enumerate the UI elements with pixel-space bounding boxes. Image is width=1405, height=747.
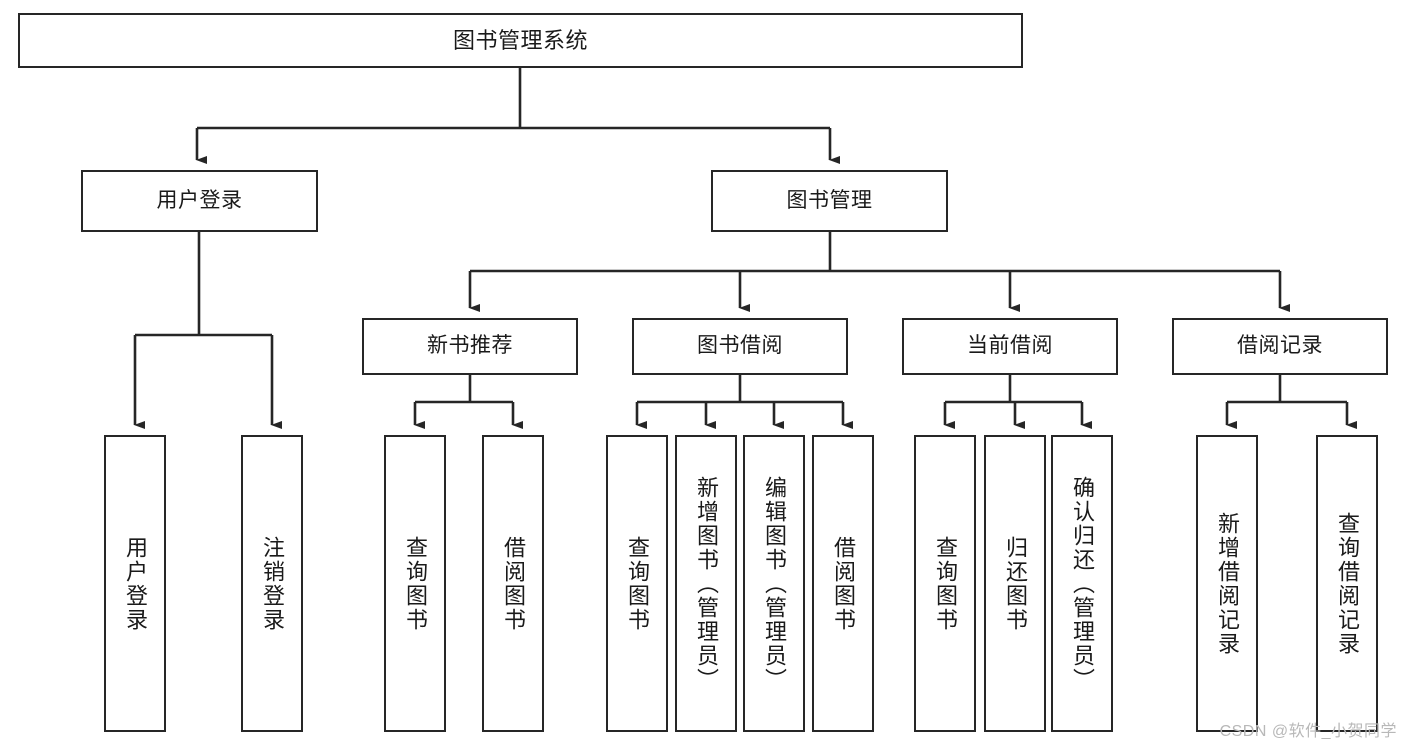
node-leaf-query-book-3-label: 查询图书 [932, 535, 958, 632]
node-leaf-borrow-book-2[interactable]: 借阅图书 [812, 435, 874, 732]
node-leaf-borrow-book-2-label: 借阅图书 [830, 535, 856, 632]
node-leaf-query-record-label: 查询借阅记录 [1334, 511, 1360, 656]
node-leaf-query-book-2[interactable]: 查询图书 [606, 435, 668, 732]
node-current-borrow-label: 当前借阅 [967, 334, 1053, 358]
node-leaf-add-record-label: 新增借阅记录 [1214, 511, 1240, 656]
node-leaf-borrow-book-1-label: 借阅图书 [500, 535, 526, 632]
node-leaf-edit-book-label: 编辑图书（管理员） [761, 475, 787, 692]
node-book-manage[interactable]: 图书管理 [711, 170, 948, 232]
node-root-label: 图书管理系统 [452, 27, 588, 53]
node-leaf-query-book-1[interactable]: 查询图书 [384, 435, 446, 732]
node-new-book-rec-label: 新书推荐 [427, 334, 513, 358]
node-leaf-logout-label: 注销登录 [259, 535, 285, 632]
node-borrow-record[interactable]: 借阅记录 [1172, 318, 1388, 375]
node-leaf-query-record[interactable]: 查询借阅记录 [1316, 435, 1378, 732]
node-leaf-user-login-label: 用户登录 [122, 535, 148, 632]
node-user-login[interactable]: 用户登录 [81, 170, 318, 232]
node-current-borrow[interactable]: 当前借阅 [902, 318, 1118, 375]
node-leaf-borrow-book-1[interactable]: 借阅图书 [482, 435, 544, 732]
node-borrow-record-label: 借阅记录 [1237, 334, 1323, 358]
node-root[interactable]: 图书管理系统 [18, 13, 1023, 68]
node-leaf-query-book-3[interactable]: 查询图书 [914, 435, 976, 732]
node-leaf-user-login[interactable]: 用户登录 [104, 435, 166, 732]
node-leaf-query-book-1-label: 查询图书 [402, 535, 428, 632]
csdn-watermark: CSDN @软件_小贺同学 [1219, 723, 1397, 740]
node-leaf-logout[interactable]: 注销登录 [241, 435, 303, 732]
node-leaf-edit-book[interactable]: 编辑图书（管理员） [743, 435, 805, 732]
node-new-book-rec[interactable]: 新书推荐 [362, 318, 578, 375]
node-leaf-confirm-return[interactable]: 确认归还（管理员） [1051, 435, 1113, 732]
node-leaf-add-book-label: 新增图书（管理员） [693, 475, 719, 692]
node-book-borrow-label: 图书借阅 [697, 334, 783, 358]
node-user-login-label: 用户登录 [156, 188, 243, 212]
node-leaf-confirm-return-label: 确认归还（管理员） [1069, 475, 1095, 692]
node-book-manage-label: 图书管理 [786, 188, 873, 212]
node-leaf-add-book[interactable]: 新增图书（管理员） [675, 435, 737, 732]
node-book-borrow[interactable]: 图书借阅 [632, 318, 848, 375]
node-leaf-query-book-2-label: 查询图书 [624, 535, 650, 632]
node-leaf-return-book[interactable]: 归还图书 [984, 435, 1046, 732]
node-leaf-add-record[interactable]: 新增借阅记录 [1196, 435, 1258, 732]
node-leaf-return-book-label: 归还图书 [1002, 535, 1028, 632]
